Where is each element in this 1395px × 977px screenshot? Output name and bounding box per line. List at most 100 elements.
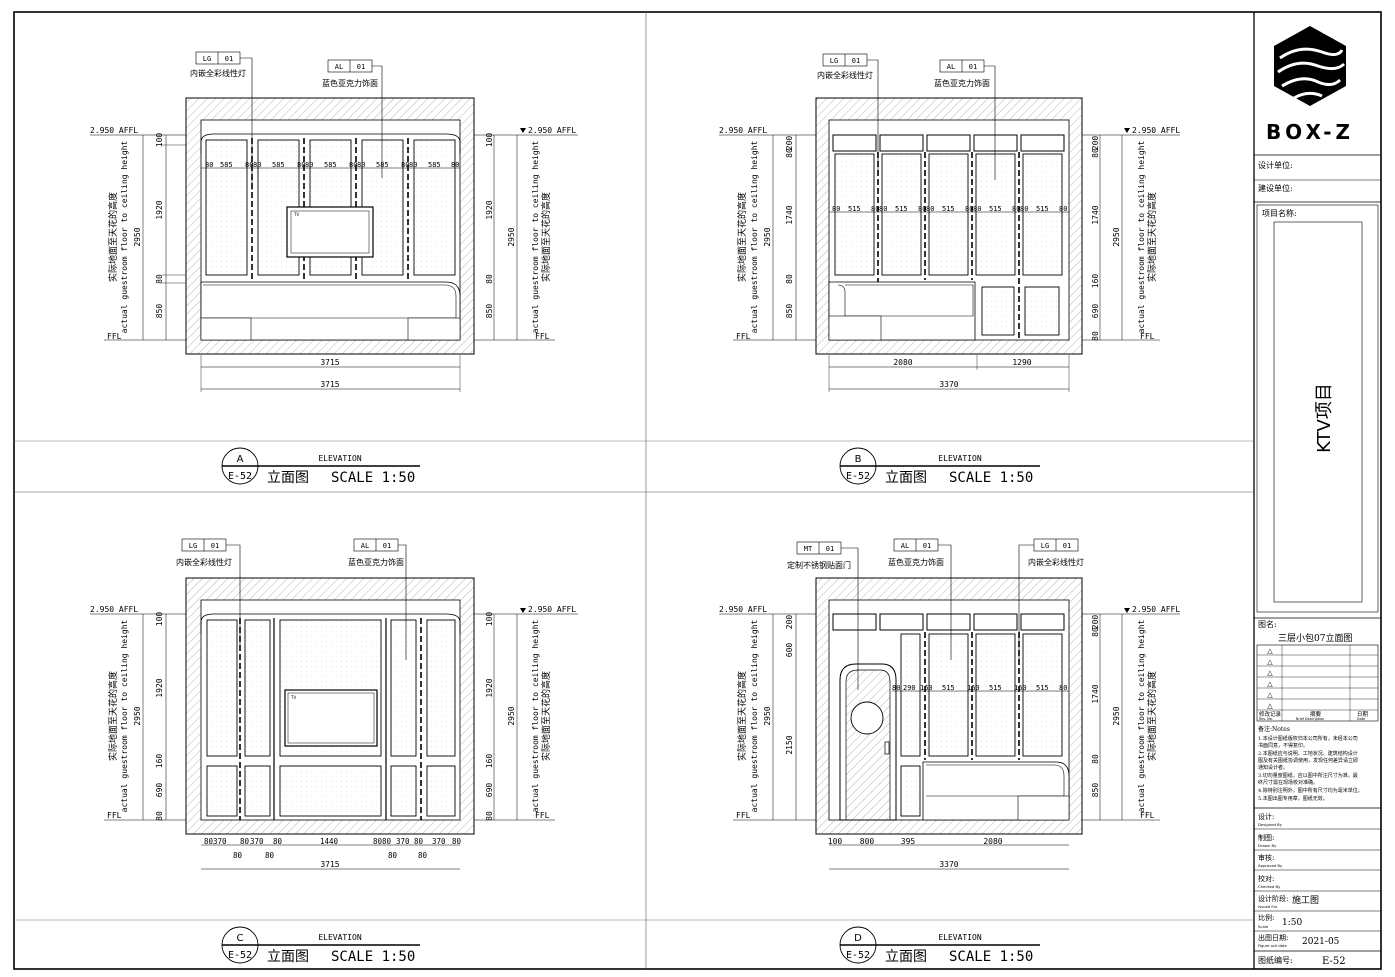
dim-total: 2950 [1112, 706, 1121, 725]
checked-label-en: Checked By [1258, 884, 1281, 889]
note-line: 图及有关图纸协调使用，发现任何差异请立即 [1258, 757, 1358, 764]
dim-label: 80 [785, 274, 794, 284]
dim-label: 200 [785, 136, 794, 151]
dim-label: 80 [297, 161, 305, 169]
tag-num: 01 [1063, 542, 1071, 550]
dim-total: 3715 [320, 380, 339, 389]
dim-label: 80 [918, 205, 926, 213]
dim-label: 80 [388, 851, 398, 860]
elevation-name: 立面图 [267, 949, 309, 965]
dim-label: 370 [396, 837, 410, 846]
note-line: 1.本设计图纸版权归本公司所有，未经本公司 [1258, 735, 1358, 742]
tag-code: AL [947, 63, 955, 71]
sofa [200, 281, 461, 341]
dim-label: 80 [401, 161, 409, 169]
height-note-en: actual guestroom floor to ceiling height [120, 619, 129, 812]
elevation-label: ELEVATION [318, 454, 362, 463]
dim-label: 2150 [785, 735, 794, 754]
wall-panels [900, 632, 1063, 817]
revision-table: △ △ △ △ △ △ 修改记录 摘要 日期 Rev. No. Brief De… [1256, 644, 1379, 722]
tag-al-01: AL 01 蓝色亚克力饰面 [934, 59, 996, 180]
tag-desc: 蓝色亚克力饰面 [934, 78, 990, 88]
dim-label: 80 [265, 851, 275, 860]
right-vertical-dims: 100 1920 80 850 2950 actual guestroom fl… [485, 133, 552, 340]
tv-label: TV [293, 212, 299, 217]
revision-marker: △ [1267, 658, 1273, 666]
right-vertical-dims: 200 80 1740 160 690 80 2950 actual guest… [1091, 135, 1158, 341]
level-right: 2.950 AFFL [1132, 605, 1180, 614]
designed-label-en: Designed By [1258, 822, 1283, 827]
dim-label: 515 [989, 205, 1002, 213]
height-note-cn: 实际地面至天花的高度 [540, 192, 552, 282]
dim-label: 80 [1059, 205, 1067, 213]
elevation-scale: SCALE 1:50 [331, 949, 415, 965]
dim-label: 515 [942, 205, 955, 213]
revision-header: 日期 [1357, 711, 1369, 718]
tag-num: 01 [211, 542, 219, 550]
dim-label: 80 [879, 205, 887, 213]
dim-label: 80 [485, 811, 494, 821]
tag-lg-01: LG 01 内嵌全彩线性灯 [176, 538, 241, 650]
dim-label: 160 [155, 754, 164, 769]
dim-label: 80 [965, 205, 973, 213]
dim-total: 3370 [939, 380, 958, 389]
dim-label: 850 [1091, 783, 1100, 798]
elevation-label: ELEVATION [938, 454, 982, 463]
dim-label: 160 [1014, 684, 1027, 692]
elevation-d: MT 01 定制不锈钢贴面门 AL 01 蓝色亚克力饰面 LG 01 内嵌全彩线… [719, 538, 1180, 965]
elevation-b: LG 01 内嵌全彩线性灯 AL 01 蓝色亚克力饰面 80 515 80 80… [719, 53, 1180, 486]
scale-label: 比例: [1258, 913, 1274, 922]
tag-num: 01 [852, 57, 860, 65]
tag-al-01: AL 01 蓝色亚克力饰面 [888, 538, 952, 660]
dim-total: 3370 [939, 860, 958, 869]
issue-value: 施工图 [1292, 894, 1319, 906]
tag-code: LG [830, 57, 838, 65]
door-porthole [850, 701, 884, 735]
tv-screen: TV [286, 206, 374, 258]
dim-label: 80 [273, 837, 283, 846]
dim-total: 2950 [133, 706, 142, 725]
height-note-cn: 实际地面至天花的高度 [1146, 671, 1158, 761]
dim-label: 800 [860, 837, 875, 846]
dim-label: 370 [250, 837, 264, 846]
issue-label: 设计阶段: [1258, 894, 1288, 903]
elevation-scale: SCALE 1:50 [949, 470, 1033, 486]
dim-total: 2950 [763, 706, 772, 725]
sheet-frame [13, 11, 1382, 970]
client-label: 建设单位: [1258, 183, 1293, 193]
revision-header-en: Rev. No. [1259, 717, 1273, 721]
revision-header-en: Brief Description [1296, 717, 1324, 721]
ceiling-light-boxes [832, 613, 1065, 631]
dim-label: 80 [409, 161, 417, 169]
elevation-sheet: E-52 [846, 950, 870, 961]
height-note-cn: 实际地面至天花的高度 [736, 192, 748, 282]
approved-label-en: Approved By [1258, 863, 1283, 868]
issue-label-en: Issued For [1258, 904, 1278, 909]
right-vertical-dims: 200 80 1740 80 850 2950 actual guestroom… [1091, 614, 1158, 820]
dim-label: 515 [1036, 205, 1049, 213]
note-line: 3.切勿量度图纸，应以图中所注尺寸为准，最 [1258, 772, 1358, 779]
tv-screen: TV [284, 689, 378, 747]
title-block: BOX-Z 设计单位: 建设单位: 项目名称: KTV项目 图名: 三层小包07… [1254, 26, 1381, 967]
height-note-cn: 实际地面至天花的高度 [107, 192, 119, 282]
tag-desc: 蓝色亚克力饰面 [322, 78, 378, 88]
dim-label: 80 [832, 205, 840, 213]
notes-list: 1.本设计图纸版权归本公司所有，未经本公司 书面同意，不得复印。 2.本图纸应与… [1258, 735, 1363, 802]
level-markers: 2.950 AFFL FFL 2.950 AFFL FFL [719, 605, 1180, 821]
dim-label: 200 [1091, 615, 1100, 630]
ffl-left: FFL [736, 332, 751, 341]
level-left: 2.950 AFFL [90, 126, 138, 135]
dim-label: 80 [926, 205, 934, 213]
note-line: 4.除特别注明外，图中所有尺寸均为毫米单位。 [1258, 787, 1363, 794]
dim-label: 80 [204, 837, 214, 846]
drawn-label: 制图: [1258, 833, 1274, 842]
bottom-dims: 100 800 395 2080 3370 [828, 837, 1069, 870]
dim-label: 585 [324, 161, 337, 169]
note-line: 终尺寸需在现场校对准确。 [1258, 779, 1318, 786]
revision-marker: △ [1267, 647, 1273, 655]
dim-label: 80 [245, 161, 253, 169]
dim-label: 1740 [1091, 205, 1100, 224]
dim-label: 80 [305, 161, 313, 169]
note-line: 通知设计者。 [1258, 764, 1288, 771]
tag-num: 01 [923, 542, 931, 550]
